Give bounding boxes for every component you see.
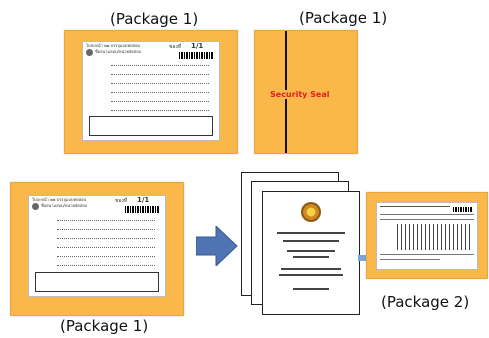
- emblem-logo-icon: [301, 202, 321, 222]
- caption-package-1-bottom-left: (Package 1): [60, 317, 149, 335]
- booklet-cover-front: [262, 191, 360, 315]
- emblem-icon: [86, 49, 93, 56]
- package-2-envelope: [366, 192, 488, 279]
- caption-package-2: (Package 2): [381, 293, 470, 311]
- emblem-icon: [32, 203, 39, 210]
- slip-notice-box: [35, 272, 159, 292]
- connector-tab: [358, 255, 366, 261]
- caption-package-1-top-right: (Package 1): [299, 9, 388, 27]
- barcode: [453, 207, 473, 212]
- caption-package-1-top-left: (Package 1): [110, 10, 199, 28]
- address-slip: ใบปะหน้า ๒๒ บรรจุแบบทดสอบ ชื่อสนามสอบ/หน…: [82, 41, 220, 141]
- page-counter-label: ชองที่: [169, 44, 182, 50]
- bubble-grid: [397, 224, 471, 250]
- package-1-envelope-front-top: ใบปะหน้า ๒๒ บรรจุแบบทดสอบ ชื่อสนามสอบ/หน…: [64, 30, 238, 154]
- page-counter-label: ชองที่: [115, 198, 128, 204]
- page-counter: 1/1: [137, 196, 150, 204]
- slip-header-text: ใบปะหน้า ๒๒ บรรจุแบบทดสอบ: [32, 197, 87, 202]
- slip-header-text: ใบปะหน้า ๒๒ บรรจุแบบทดสอบ: [86, 43, 141, 48]
- slip-subheader-text: ชื่อสนามสอบ/หน่วยจัดสอบ: [41, 203, 88, 208]
- package-1-envelope-front-bottom: ใบปะหน้า ๒๒ บรรจุแบบทดสอบ ชื่อสนามสอบ/หน…: [10, 182, 184, 316]
- barcode: [125, 206, 159, 213]
- security-seal-label: Security Seal: [269, 90, 331, 99]
- answer-sheet-slip: [376, 202, 478, 270]
- barcode: [179, 52, 213, 59]
- slip-notice-box: [89, 116, 213, 136]
- page-counter: 1/1: [191, 42, 204, 50]
- slip-subheader-text: ชื่อสนามสอบ/หน่วยจัดสอบ: [95, 49, 142, 54]
- right-arrow-icon: [196, 226, 238, 266]
- address-slip-bottom: ใบปะหน้า ๒๒ บรรจุแบบทดสอบ ชื่อสนามสอบ/หน…: [28, 195, 166, 297]
- package-1-envelope-back-sealed: Security Seal: [254, 30, 358, 154]
